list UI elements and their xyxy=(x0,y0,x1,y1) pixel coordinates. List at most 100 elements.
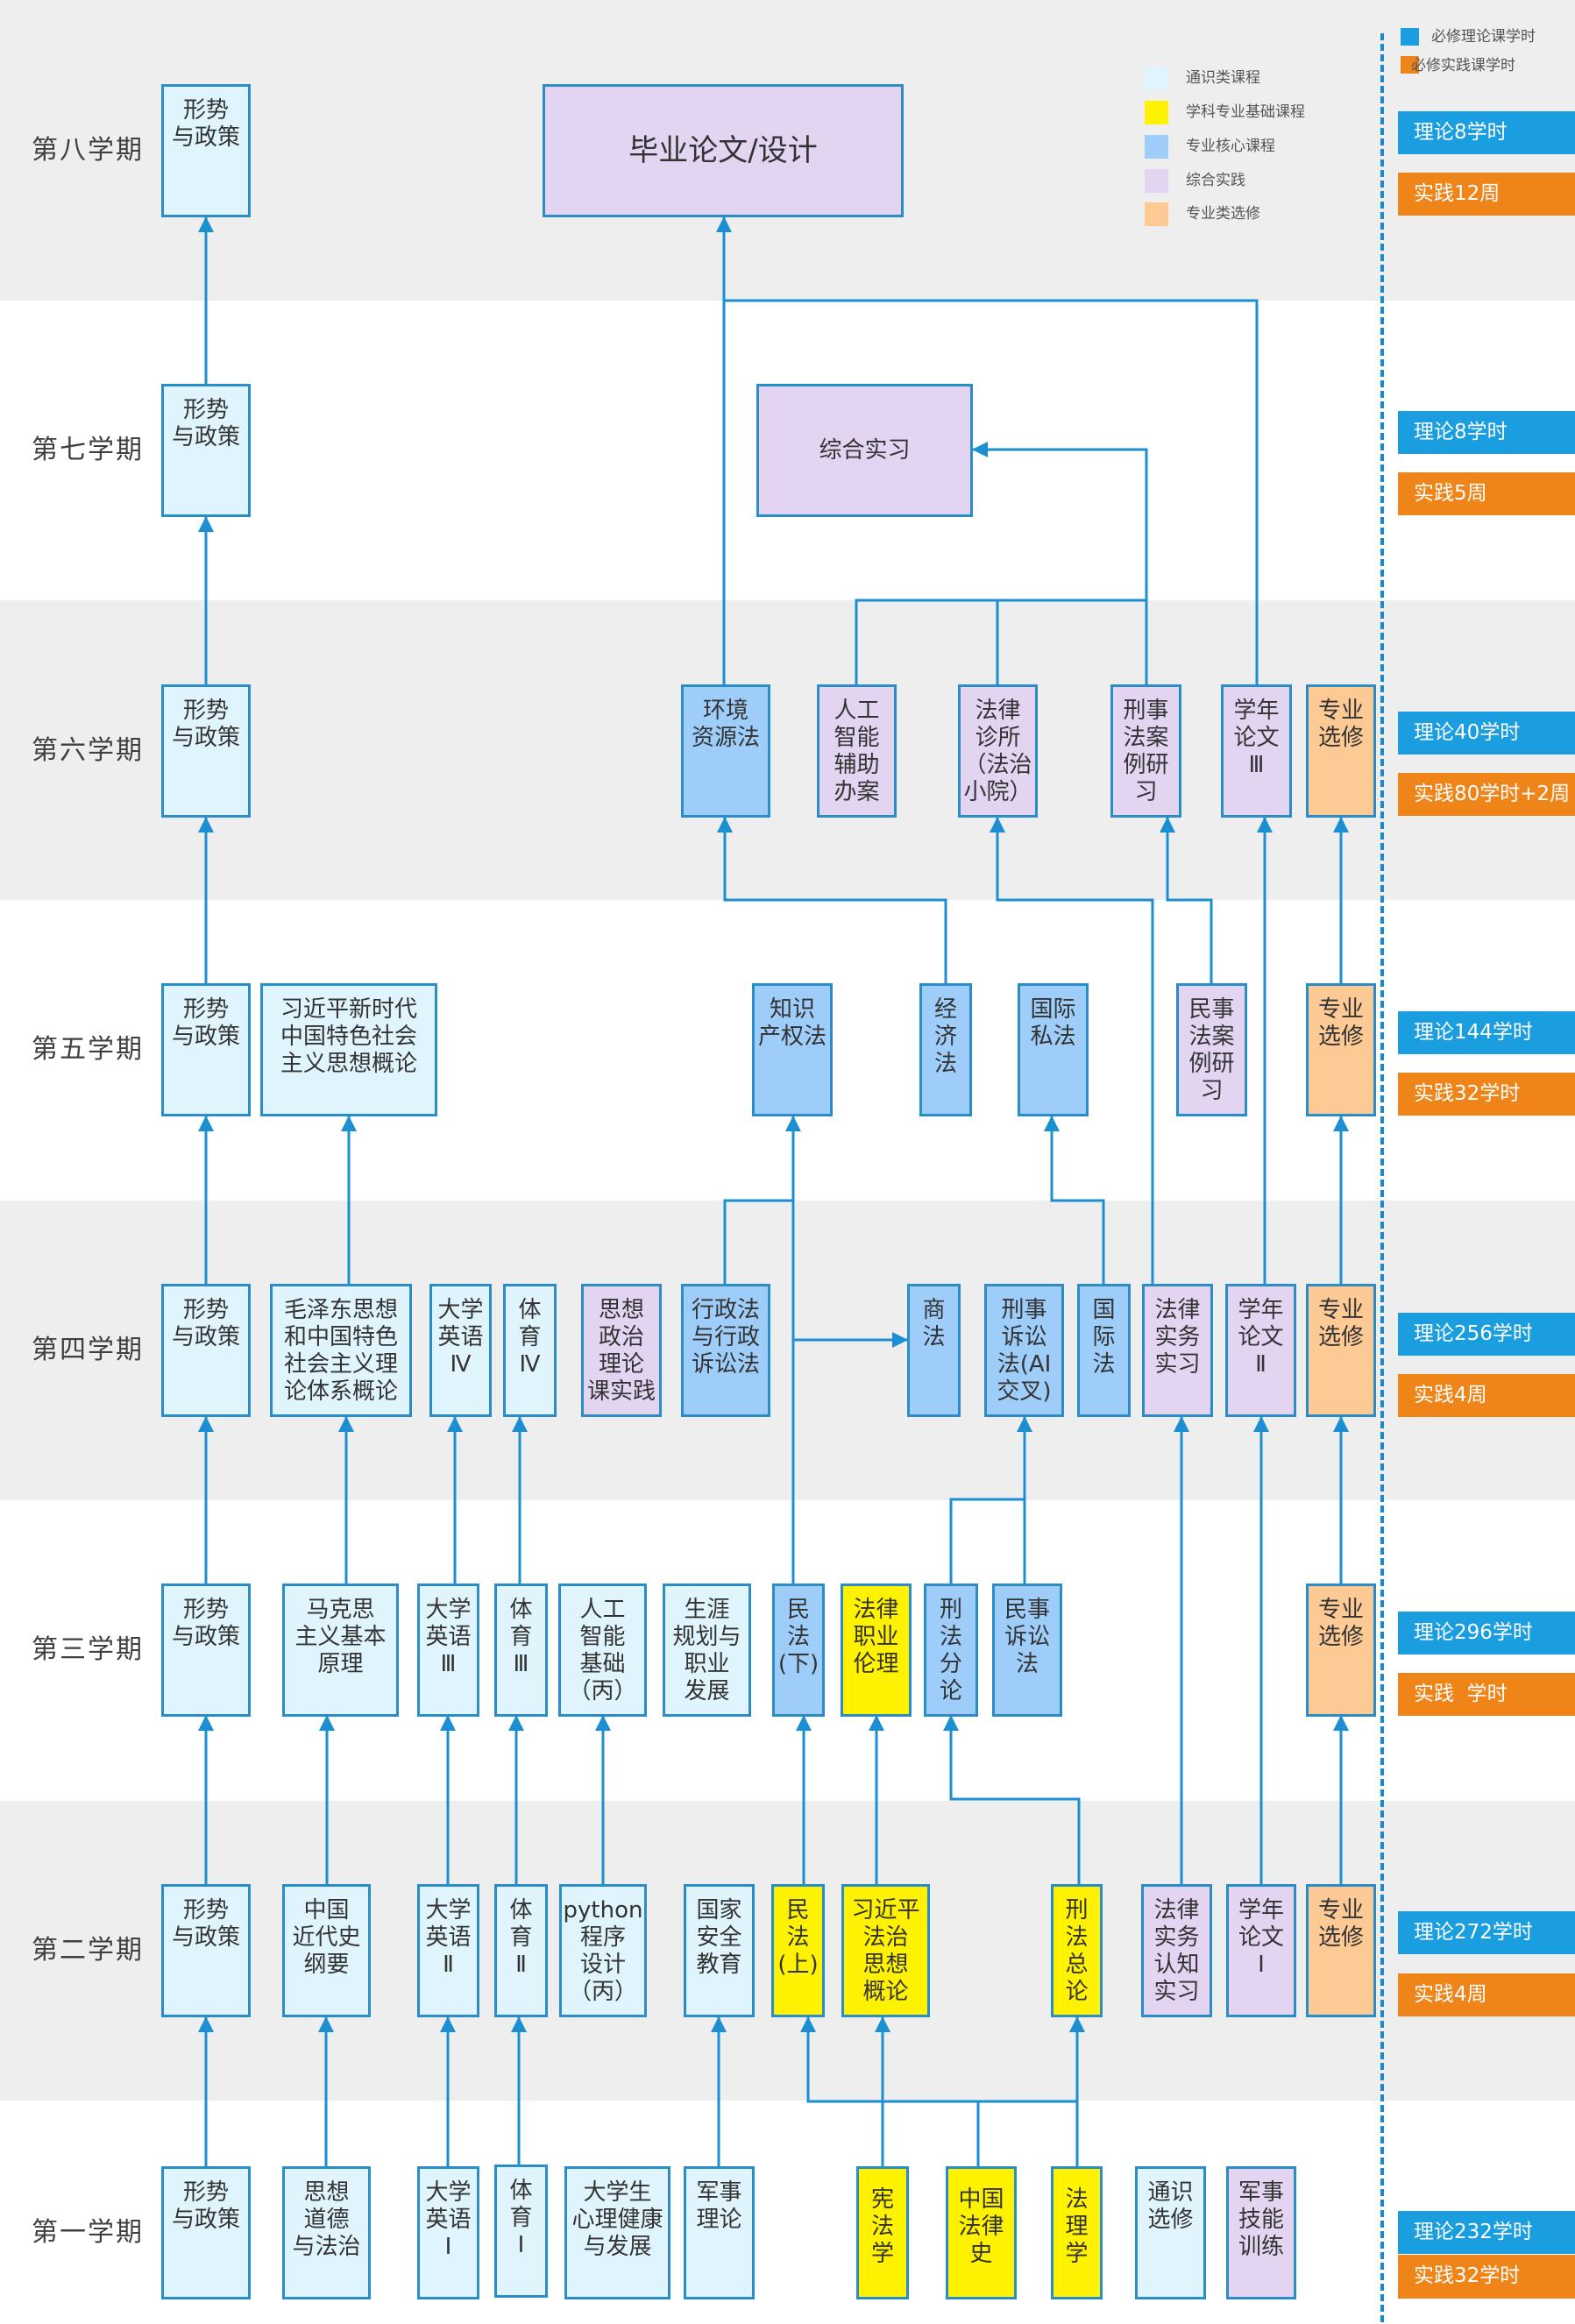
semester-label-7: 第七学期 xyxy=(32,435,144,465)
course-s2-11: 专业 选修 xyxy=(1306,1884,1376,2017)
course-s1-5: 军事 理论 xyxy=(684,2166,755,2299)
legend-label: 综合实践 xyxy=(1186,172,1245,189)
practice-hours-legend-label: 必修实践课学时 xyxy=(1411,57,1515,74)
course-s1-10: 军事 技能 训练 xyxy=(1226,2166,1296,2299)
course-s5-2: 知识 产权法 xyxy=(752,983,833,1116)
course-s6-1: 环境 资源法 xyxy=(681,684,770,818)
course-s4-6: 商 法 xyxy=(907,1284,961,1417)
theory-hours-s6: 理论40学时 xyxy=(1398,712,1575,755)
course-s3-10: 专业 选修 xyxy=(1306,1584,1376,1717)
practice-hours-s6: 实践80学时+2周 xyxy=(1398,773,1575,816)
practice-hours-s1: 实践32学时 xyxy=(1398,2255,1575,2299)
legend-swatch xyxy=(1145,202,1168,226)
theory-hours-legend-label: 必修理论课学时 xyxy=(1431,28,1536,46)
course-s3-0: 形势 与政策 xyxy=(161,1584,251,1717)
practice-hours-s4: 实践4周 xyxy=(1398,1374,1575,1417)
course-s3-6: 民 法 (下) xyxy=(772,1584,825,1717)
course-s4-9: 法律 实务 实习 xyxy=(1142,1284,1213,1417)
theory-hours-s1: 理论232学时 xyxy=(1398,2211,1575,2254)
course-s8-0: 形势 与政策 xyxy=(161,84,251,217)
semester-label-4: 第四学期 xyxy=(32,1335,144,1365)
course-s6-0: 形势 与政策 xyxy=(161,684,251,818)
theory-hours-s7: 理论8学时 xyxy=(1398,411,1575,454)
legend-label: 专业类选修 xyxy=(1186,205,1260,223)
course-s3-8: 刑 法 分 论 xyxy=(924,1584,978,1717)
hours-column-divider xyxy=(1380,33,1384,2324)
course-s1-7: 中国 法律 史 xyxy=(946,2166,1017,2299)
course-s2-4: python 程序 设计 （丙） xyxy=(559,1884,647,2017)
legend-swatch xyxy=(1145,101,1168,124)
course-s2-3: 体 育 Ⅱ xyxy=(494,1884,548,2017)
practice-hours-s7: 实践5周 xyxy=(1398,472,1575,515)
course-s6-4: 刑事 法案 例研 习 xyxy=(1110,684,1181,818)
course-s6-5: 学年 论文 Ⅲ xyxy=(1221,684,1292,818)
semester-label-5: 第五学期 xyxy=(32,1034,144,1065)
course-s5-1: 习近平新时代 中国特色社会 主义思想概论 xyxy=(260,983,437,1116)
semester-label-8: 第八学期 xyxy=(32,135,144,166)
practice-hours-s2: 实践4周 xyxy=(1398,1973,1575,2016)
course-s3-9: 民事 诉讼 法 xyxy=(992,1584,1062,1717)
practice-hours-swatch xyxy=(1401,56,1419,74)
practice-hours-s5: 实践32学时 xyxy=(1398,1073,1575,1116)
course-s4-7: 刑事 诉讼 法(AI 交叉) xyxy=(984,1284,1064,1417)
course-s3-2: 大学 英语 Ⅲ xyxy=(417,1584,479,1717)
semester-label-2: 第二学期 xyxy=(32,1935,144,1966)
course-s4-3: 体 育 Ⅳ xyxy=(503,1284,557,1417)
course-s1-6: 宪 法 学 xyxy=(856,2166,909,2299)
course-s2-9: 法律 实务 认知 实习 xyxy=(1141,1884,1212,2017)
course-s7-0: 形势 与政策 xyxy=(161,384,251,517)
course-s2-5: 国家 安全 教育 xyxy=(684,1884,755,2017)
practice-hours-s8: 实践12周 xyxy=(1398,173,1575,216)
course-s4-0: 形势 与政策 xyxy=(161,1284,251,1417)
course-s3-5: 生涯 规划与 职业 发展 xyxy=(663,1584,751,1717)
course-s4-10: 学年 论文 Ⅱ xyxy=(1225,1284,1296,1417)
course-s3-3: 体 育 Ⅲ xyxy=(494,1584,548,1717)
course-name: 综合实习 xyxy=(819,436,911,464)
semester-label-6: 第六学期 xyxy=(32,735,144,766)
course-s2-2: 大学 英语 Ⅱ xyxy=(417,1884,479,2017)
course-s1-8: 法 理 学 xyxy=(1051,2166,1103,2299)
legend-swatch xyxy=(1145,169,1168,193)
course-s2-1: 中国 近代史 纲要 xyxy=(282,1884,371,2017)
legend-label: 专业核心课程 xyxy=(1186,138,1275,155)
course-s6-3: 法律 诊所 （法治 小院） xyxy=(958,684,1038,818)
course-s1-3: 体 育 Ⅰ xyxy=(494,2165,548,2298)
course-s3-4: 人工 智能 基础 （丙） xyxy=(558,1584,647,1717)
course-s2-6: 民 法 (上) xyxy=(771,1884,825,2017)
theory-hours-s2: 理论272学时 xyxy=(1398,1911,1575,1954)
theory-hours-s3: 理论296学时 xyxy=(1398,1612,1575,1654)
theory-hours-s4: 理论256学时 xyxy=(1398,1313,1575,1356)
semester-label-3: 第三学期 xyxy=(32,1634,144,1665)
course-s1-4: 大学生 心理健康 与发展 xyxy=(564,2166,670,2299)
course-s6-6: 专业 选修 xyxy=(1306,684,1376,818)
course-s4-4: 思想 政治 理论 课实践 xyxy=(581,1284,662,1417)
course-s4-8: 国 际 法 xyxy=(1077,1284,1131,1417)
theory-hours-s8: 理论8学时 xyxy=(1398,111,1575,154)
legend-swatch xyxy=(1145,135,1168,159)
course-name: 毕业论文/设计 xyxy=(628,132,818,168)
course-s1-1: 思想 道德 与法治 xyxy=(282,2166,371,2299)
course-s4-2: 大学 英语 Ⅳ xyxy=(429,1284,492,1417)
course-s2-7: 习近平 法治 思想 概论 xyxy=(841,1884,930,2017)
course-s1-2: 大学 英语 Ⅰ xyxy=(417,2166,479,2299)
course-s2-0: 形势 与政策 xyxy=(161,1884,251,2017)
course-s4-1: 毛泽东思想 和中国特色 社会主义理 论体系概论 xyxy=(270,1284,412,1417)
semester-label-1: 第一学期 xyxy=(32,2217,144,2248)
course-s5-6: 专业 选修 xyxy=(1306,983,1376,1116)
theory-hours-s5: 理论144学时 xyxy=(1398,1011,1575,1054)
course-s2-10: 学年 论文 Ⅰ xyxy=(1226,1884,1296,2017)
course-s5-4: 国际 私法 xyxy=(1018,983,1089,1116)
course-s3-7: 法律 职业 伦理 xyxy=(841,1584,912,1717)
course-s6-2: 人工 智能 辅助 办案 xyxy=(817,684,897,818)
course-s4-5: 行政法 与行政 诉讼法 xyxy=(681,1284,770,1417)
legend-label: 学科专业基础课程 xyxy=(1186,103,1305,121)
course-s5-5: 民事 法案 例研 习 xyxy=(1176,983,1247,1116)
course-s1-9: 通识 选修 xyxy=(1135,2166,1206,2299)
theory-hours-swatch xyxy=(1401,28,1419,46)
course-s2-8: 刑 法 总 论 xyxy=(1051,1884,1103,2017)
course-s3-1: 马克思 主义基本 原理 xyxy=(282,1584,399,1717)
practice-hours-s3: 实践 学时 xyxy=(1398,1673,1575,1716)
legend-label: 通识类课程 xyxy=(1186,69,1260,87)
legend-swatch xyxy=(1145,67,1168,90)
